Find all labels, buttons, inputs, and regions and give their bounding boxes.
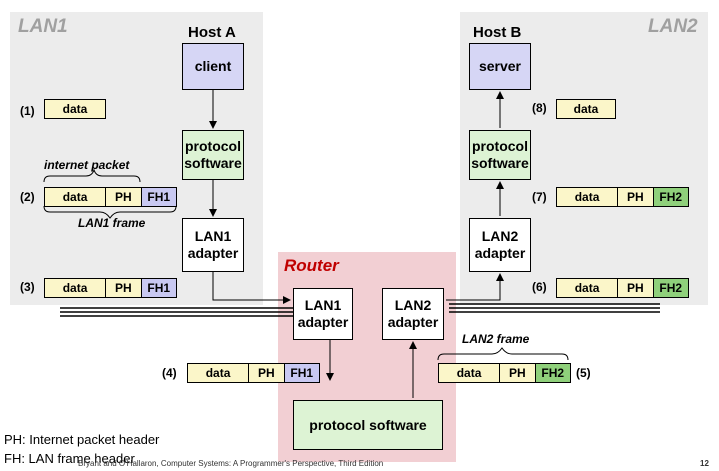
- step-2: (2): [20, 190, 35, 204]
- packet-field-data: data: [557, 100, 615, 118]
- packet-field-ph: PH: [618, 279, 654, 297]
- step-4: (4): [162, 366, 177, 380]
- packet-field-ph: PH: [500, 364, 536, 382]
- packet-2: data PH FH1: [44, 187, 177, 207]
- packet-field-data: data: [557, 188, 619, 206]
- packet-4: data PH FH1: [187, 363, 320, 383]
- router-label: Router: [284, 256, 339, 275]
- packet-6: data PH FH2: [556, 278, 689, 298]
- lan1-frame-label: LAN1 frame: [78, 216, 146, 230]
- lan-wire: [60, 303, 660, 317]
- lan2-label: LAN2: [648, 16, 698, 37]
- lan1-label: LAN1: [18, 16, 68, 37]
- host-b-title: Host B: [473, 24, 522, 41]
- packet-field-fh2: FH2: [535, 364, 570, 382]
- internet-packet-label: internet packet: [44, 158, 130, 172]
- credit-text: Bryant and O'Hallaron, Computer Systems:…: [78, 459, 384, 468]
- packet-field-ph: PH: [106, 188, 142, 206]
- packet-field-fh1: FH1: [284, 364, 319, 382]
- packet-field-ph: PH: [249, 364, 285, 382]
- packet-3: data PH FH1: [44, 278, 177, 298]
- lan1-adapter-a: LAN1 adapter: [182, 218, 244, 272]
- legend-ph: PH: Internet packet header: [4, 432, 160, 447]
- packet-5: data PH FH2: [438, 363, 571, 383]
- packet-field-fh1: FH1: [141, 188, 176, 206]
- router-lan1-adapter: LAN1 adapter: [293, 288, 353, 340]
- step-6: (6): [532, 280, 547, 294]
- lan1-frame-brace: [43, 205, 177, 219]
- lan2-adapter-b: LAN2 adapter: [469, 218, 531, 272]
- lan2-frame-label: LAN2 frame: [462, 332, 530, 346]
- packet-7: data PH FH2: [556, 187, 689, 207]
- step-5: (5): [576, 366, 591, 380]
- packet-field-fh2: FH2: [653, 279, 688, 297]
- router-lan2-adapter: LAN2 adapter: [382, 288, 444, 340]
- arrow-adapter-a-to-router: [212, 272, 291, 304]
- host-a-title: Host A: [188, 24, 236, 41]
- packet-field-data: data: [439, 364, 501, 382]
- step-3: (3): [20, 280, 35, 294]
- packet-field-data: data: [45, 100, 105, 118]
- packet-1: data: [44, 99, 106, 119]
- internet-packet-brace: [43, 168, 141, 183]
- packet-field-data: data: [188, 364, 250, 382]
- protocol-software-a: protocol software: [182, 130, 244, 180]
- packet-field-fh1: FH1: [141, 279, 176, 297]
- packet-field-data: data: [45, 279, 107, 297]
- step-7: (7): [532, 190, 547, 204]
- arrow-router-to-adapter-b: [446, 273, 504, 301]
- packet-field-data: data: [45, 188, 107, 206]
- lan2-frame-brace: [437, 347, 569, 361]
- packet-8: data: [556, 99, 616, 119]
- packet-field-data: data: [557, 279, 619, 297]
- packet-field-ph: PH: [106, 279, 142, 297]
- protocol-software-b: protocol software: [469, 130, 531, 180]
- client-box: client: [182, 43, 244, 90]
- packet-field-fh2: FH2: [653, 188, 688, 206]
- server-box: server: [469, 43, 531, 90]
- legend-fh: FH: LAN frame header: [4, 451, 135, 466]
- packet-field-ph: PH: [618, 188, 654, 206]
- router-protocol-software: protocol software: [293, 400, 443, 450]
- page-number: 12: [700, 459, 709, 468]
- step-1: (1): [20, 104, 35, 118]
- step-8: (8): [532, 101, 547, 115]
